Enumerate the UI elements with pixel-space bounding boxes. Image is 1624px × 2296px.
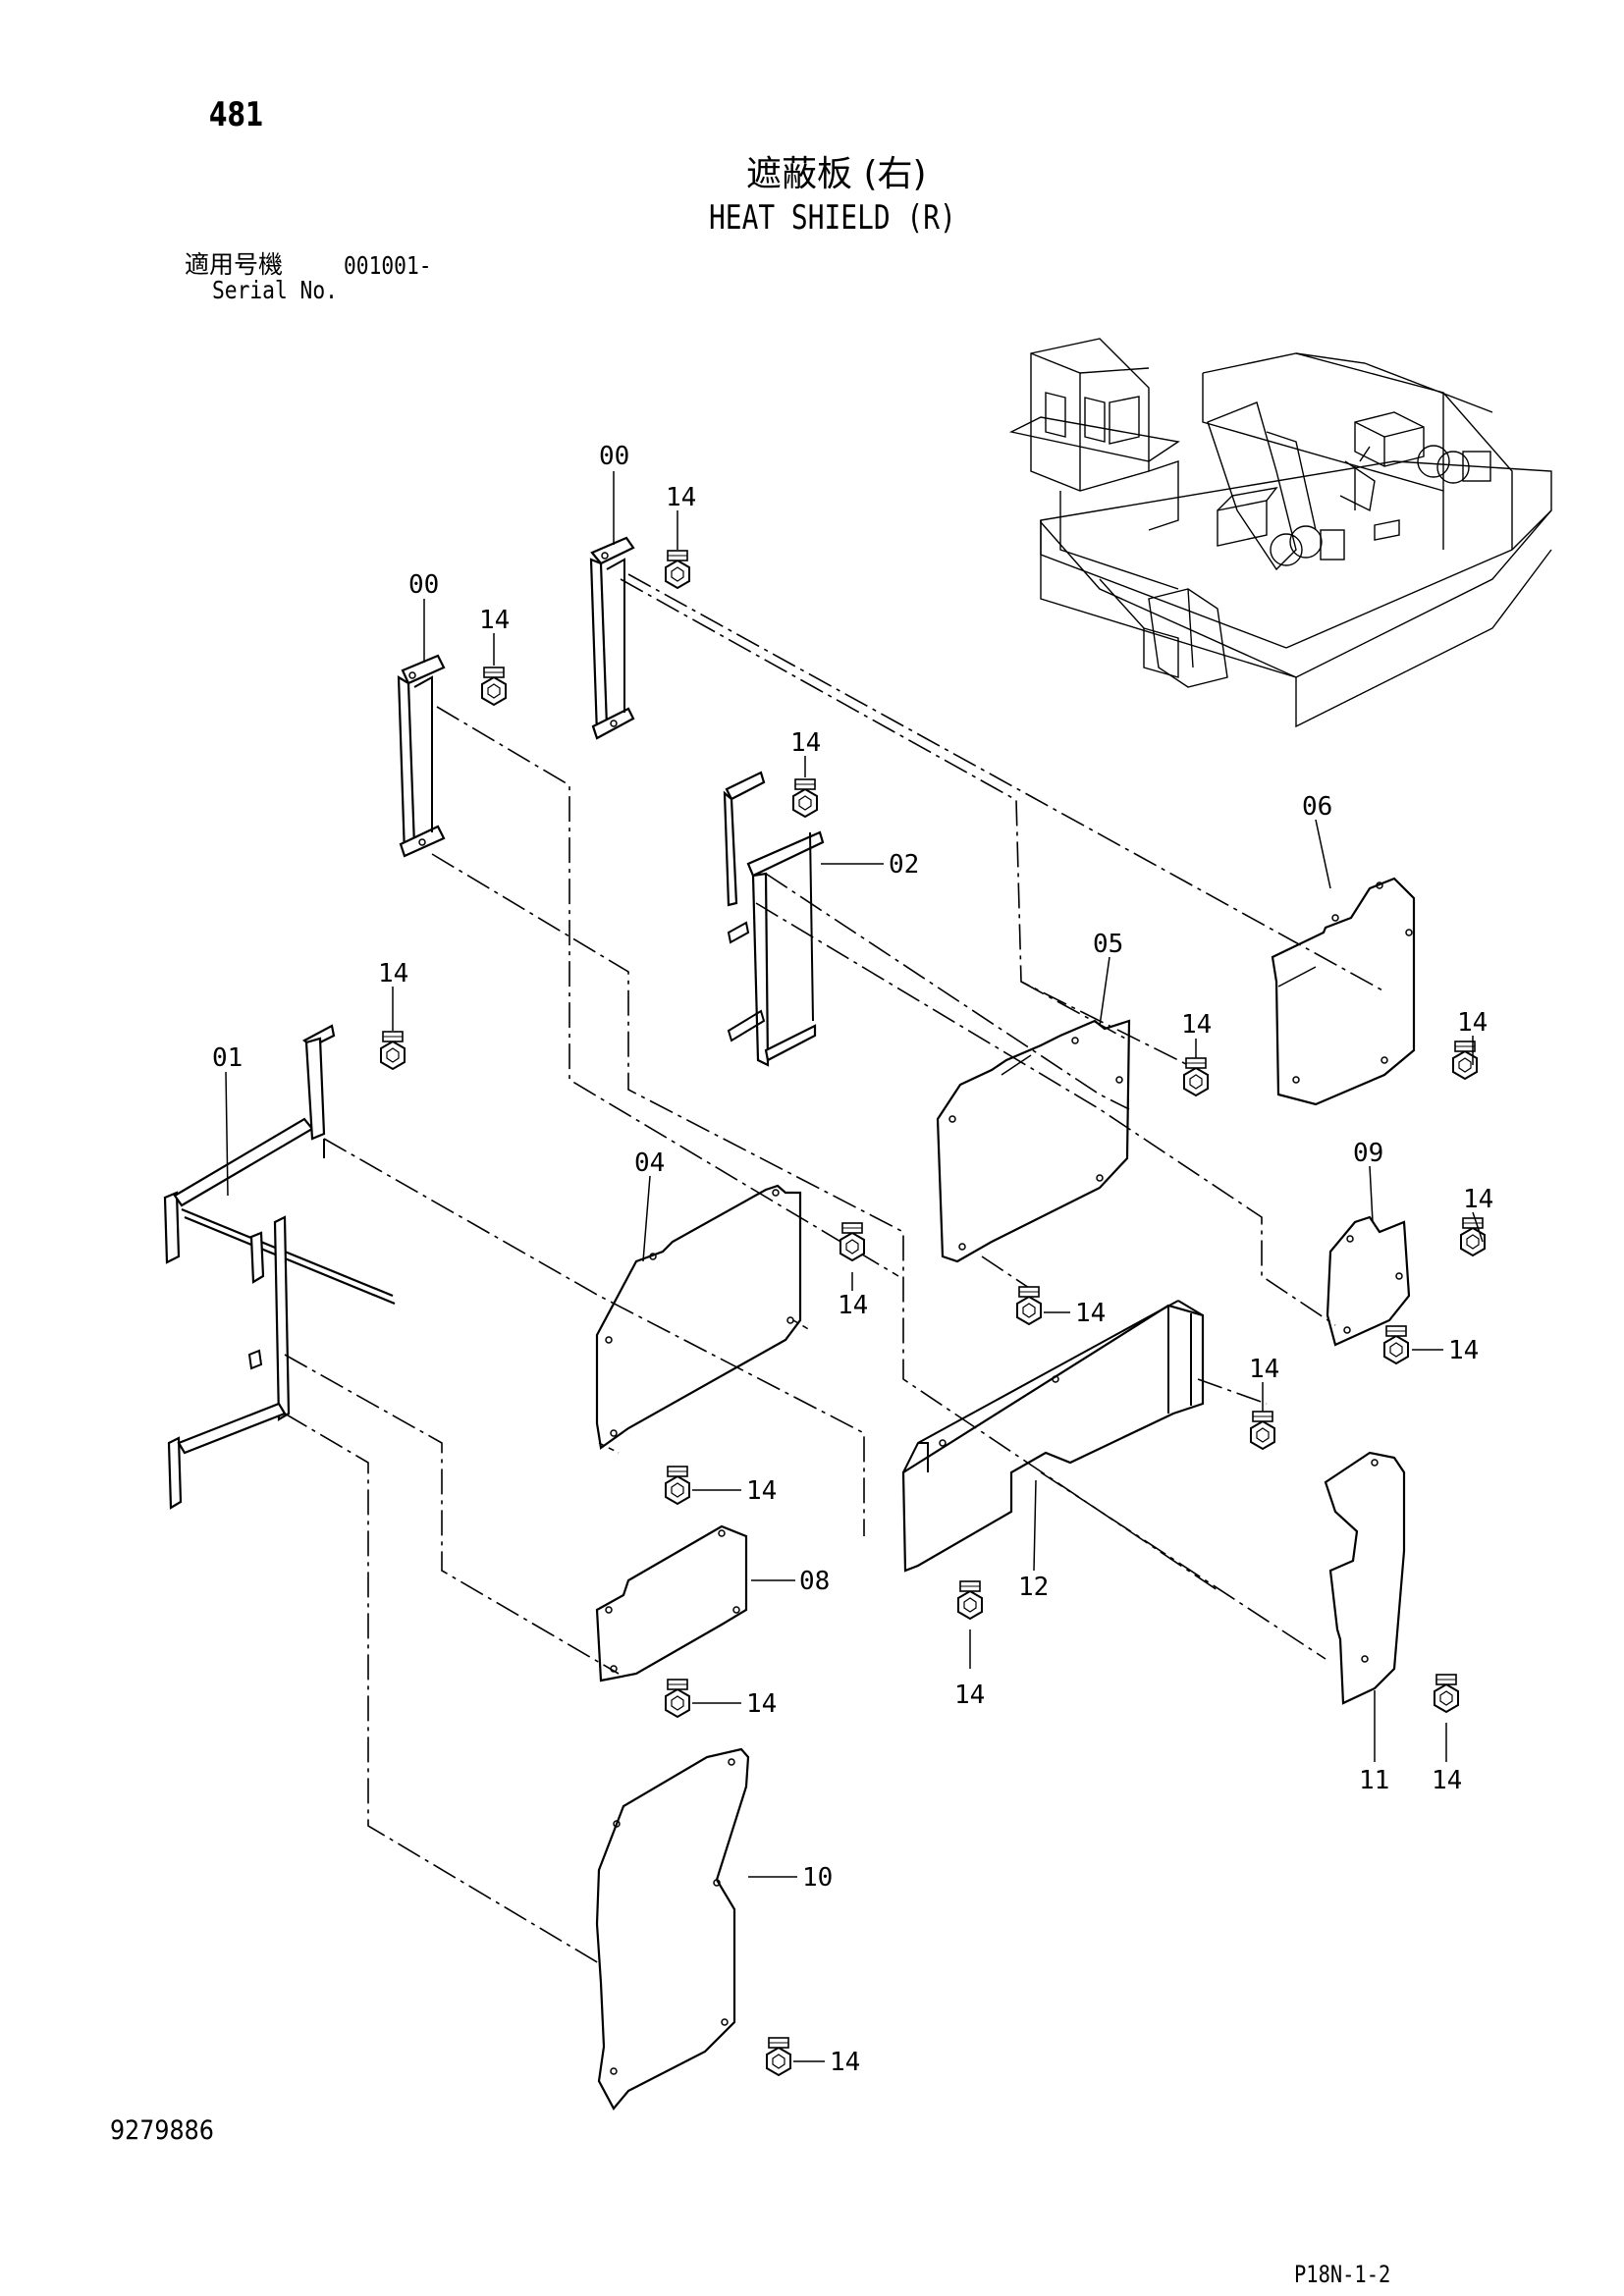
part-10-shield-plate: [595, 1747, 750, 2110]
serial-number-value: 001001-: [344, 251, 432, 280]
part-08-shield-plate: [595, 1524, 748, 1682]
leader-lines: [225, 471, 1484, 2062]
title-japanese: 遮蔽板 (右): [746, 154, 927, 194]
bolt-icon: [1383, 1325, 1409, 1364]
callout-14: 14: [1181, 1010, 1212, 1040]
callout-labels: 00 14 00 14 14 02 06 05 14 14 14 01 09 1…: [212, 442, 1493, 2077]
bolt-icon: [481, 667, 507, 706]
part-11-shield-plate: [1324, 1451, 1406, 1705]
callout-10: 10: [802, 1863, 833, 1893]
part-05-shield-plate: [936, 1019, 1131, 1263]
bolts-part-14: [380, 550, 1486, 2076]
serial-label-japanese: 適用号機: [185, 250, 284, 279]
callout-14: 14: [479, 606, 510, 635]
part-00-bracket-lower: [397, 654, 446, 858]
callout-14: 14: [1432, 1766, 1462, 1795]
page-number: 481: [209, 95, 264, 134]
assembly-lines: [284, 573, 1385, 1964]
part-06-shield-plate: [1271, 877, 1416, 1106]
bolt-icon: [839, 1222, 865, 1261]
callout-14: 14: [1463, 1185, 1493, 1214]
callout-14: 14: [1457, 1008, 1488, 1038]
machine-overview-illustration: [1008, 338, 1552, 728]
callout-01: 01: [212, 1043, 243, 1073]
callout-05: 05: [1093, 930, 1123, 959]
callout-00: 00: [408, 570, 439, 600]
part-09-shield-plate: [1326, 1215, 1411, 1347]
callout-09: 09: [1353, 1139, 1383, 1168]
callout-08: 08: [799, 1567, 830, 1596]
part-12-channel-cover: [901, 1300, 1205, 1573]
callout-11: 11: [1359, 1766, 1389, 1795]
bolt-icon: [665, 1466, 690, 1505]
callout-14: 14: [378, 959, 408, 988]
title-english: HEAT SHIELD (R): [709, 198, 956, 238]
bolt-icon: [665, 1679, 690, 1718]
callout-14: 14: [666, 483, 696, 512]
bolt-icon: [792, 778, 818, 818]
bolt-icon: [1016, 1286, 1042, 1325]
page-code: P18N-1-2: [1294, 2261, 1391, 2288]
bolt-icon: [380, 1031, 406, 1070]
callout-06: 06: [1302, 792, 1332, 822]
part-00-bracket-upper: [589, 536, 635, 740]
callout-14: 14: [830, 2048, 860, 2077]
callout-14: 14: [1075, 1299, 1106, 1328]
callout-14: 14: [1448, 1336, 1479, 1365]
bolt-icon: [766, 2037, 791, 2076]
bolt-icon: [1250, 1411, 1275, 1450]
callout-14: 14: [838, 1291, 868, 1320]
bolt-icon: [1434, 1674, 1459, 1713]
part-02-bracket: [723, 771, 825, 1067]
bolt-icon: [957, 1580, 983, 1620]
serial-label-english: Serial No.: [212, 276, 338, 304]
callout-14: 14: [1249, 1355, 1279, 1384]
callout-04: 04: [634, 1148, 665, 1178]
callout-14: 14: [790, 728, 821, 758]
callout-02: 02: [889, 850, 919, 880]
bolt-icon: [1183, 1057, 1209, 1096]
callout-14: 14: [746, 1689, 777, 1719]
callout-00: 00: [599, 442, 629, 471]
callout-14: 14: [954, 1681, 985, 1710]
part-04-shield-plate: [595, 1184, 802, 1450]
document-number: 9279886: [110, 2115, 214, 2146]
bolt-icon: [665, 550, 690, 589]
callout-14: 14: [746, 1476, 777, 1506]
callout-12: 12: [1018, 1573, 1049, 1602]
part-01-frame: [163, 1024, 396, 1510]
